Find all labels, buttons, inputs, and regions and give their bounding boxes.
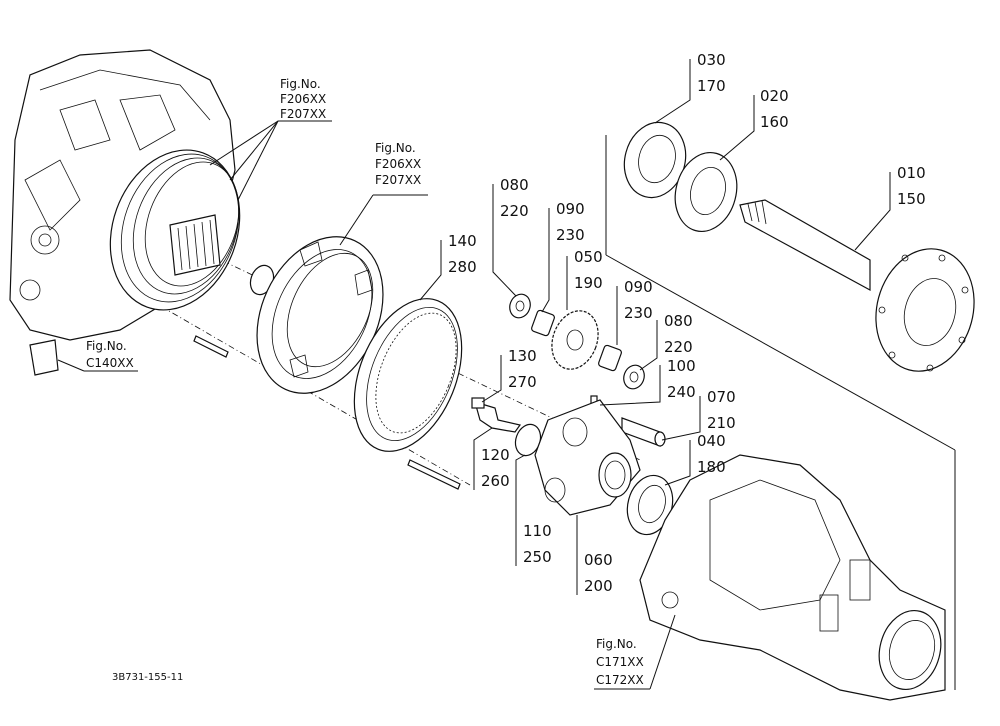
svg-text:Fig.No.: Fig.No. [596, 637, 637, 651]
svg-text:050: 050 [574, 248, 603, 266]
svg-text:C172XX: C172XX [596, 673, 644, 687]
axle-housing [639, 454, 946, 701]
svg-text:170: 170 [697, 77, 726, 95]
bearing-and-seal [623, 121, 738, 233]
svg-text:120: 120 [481, 446, 510, 464]
svg-text:260: 260 [481, 472, 510, 490]
svg-text:F206XX: F206XX [375, 157, 421, 171]
fig-ref-f2: Fig.No. F206XX F207XX [339, 141, 428, 246]
svg-text:F207XX: F207XX [280, 107, 326, 121]
svg-text:150: 150 [897, 190, 926, 208]
svg-text:130: 130 [508, 347, 537, 365]
callout-080-220-a: 080 220 [492, 176, 529, 297]
svg-text:010: 010 [897, 164, 926, 182]
callout-140-280: 140 280 [419, 232, 477, 301]
svg-text:250: 250 [523, 548, 552, 566]
svg-text:C171XX: C171XX [596, 655, 644, 669]
brake-disc-pack [109, 149, 241, 311]
svg-text:030: 030 [697, 51, 726, 69]
svg-text:160: 160 [760, 113, 789, 131]
svg-text:200: 200 [584, 577, 613, 595]
svg-text:070: 070 [707, 388, 736, 406]
axle-shaft [739, 199, 975, 372]
planet-carrier [534, 399, 641, 516]
lever-assembly [471, 397, 522, 433]
callout-090-230-b: 090 230 [616, 278, 653, 345]
callout-060-200: 060 200 [576, 515, 613, 595]
fig-ref-f1: Fig.No. F206XX F207XX [209, 77, 332, 201]
callout-130-270: 130 270 [481, 347, 537, 403]
svg-text:080: 080 [664, 312, 693, 330]
svg-text:230: 230 [556, 226, 585, 244]
callout-030-170: 030 170 [654, 51, 726, 124]
svg-text:220: 220 [500, 202, 529, 220]
bearing-040 [626, 474, 674, 536]
svg-text:220: 220 [664, 338, 693, 356]
callout-090-230-a: 090 230 [541, 200, 585, 313]
callout-100-240: 100 240 [599, 357, 696, 406]
svg-text:090: 090 [624, 278, 653, 296]
svg-text:080: 080 [500, 176, 529, 194]
svg-text:F206XX: F206XX [280, 92, 326, 106]
callout-110-250: 110 250 [515, 454, 552, 566]
svg-text:140: 140 [448, 232, 477, 250]
svg-text:F207XX: F207XX [375, 173, 421, 187]
svg-text:040: 040 [697, 432, 726, 450]
svg-text:060: 060 [584, 551, 613, 569]
callout-050-190: 050 190 [566, 248, 603, 310]
svg-text:180: 180 [697, 458, 726, 476]
callout-070-210: 070 210 [661, 388, 736, 441]
svg-text:090: 090 [556, 200, 585, 218]
svg-text:210: 210 [707, 414, 736, 432]
svg-text:C140XX: C140XX [86, 356, 134, 370]
planet-gear-set [509, 293, 645, 390]
callout-010-150: 010 150 [854, 164, 926, 251]
svg-text:020: 020 [760, 87, 789, 105]
callout-020-160: 020 160 [719, 87, 789, 161]
callout-080-220-b: 080 220 [639, 312, 693, 371]
drawing-code: 3B731-155-11 [112, 672, 183, 683]
svg-text:280: 280 [448, 258, 477, 276]
fig-ref-f4: Fig.No. C171XX C172XX [594, 614, 676, 690]
svg-text:230: 230 [624, 304, 653, 322]
svg-text:110: 110 [523, 522, 552, 540]
dowel-pins [193, 335, 461, 490]
svg-text:Fig.No.: Fig.No. [280, 77, 321, 91]
callout-120-260: 120 260 [473, 427, 510, 490]
internal-ring-gear [353, 298, 463, 452]
fig-ref-f3: Fig.No. C140XX [57, 339, 138, 372]
svg-text:Fig.No.: Fig.No. [375, 141, 416, 155]
svg-text:190: 190 [574, 274, 603, 292]
svg-text:100: 100 [667, 357, 696, 375]
svg-text:240: 240 [667, 383, 696, 401]
svg-text:270: 270 [508, 373, 537, 391]
callout-040-180: 040 180 [664, 432, 726, 486]
svg-text:Fig.No.: Fig.No. [86, 339, 127, 353]
